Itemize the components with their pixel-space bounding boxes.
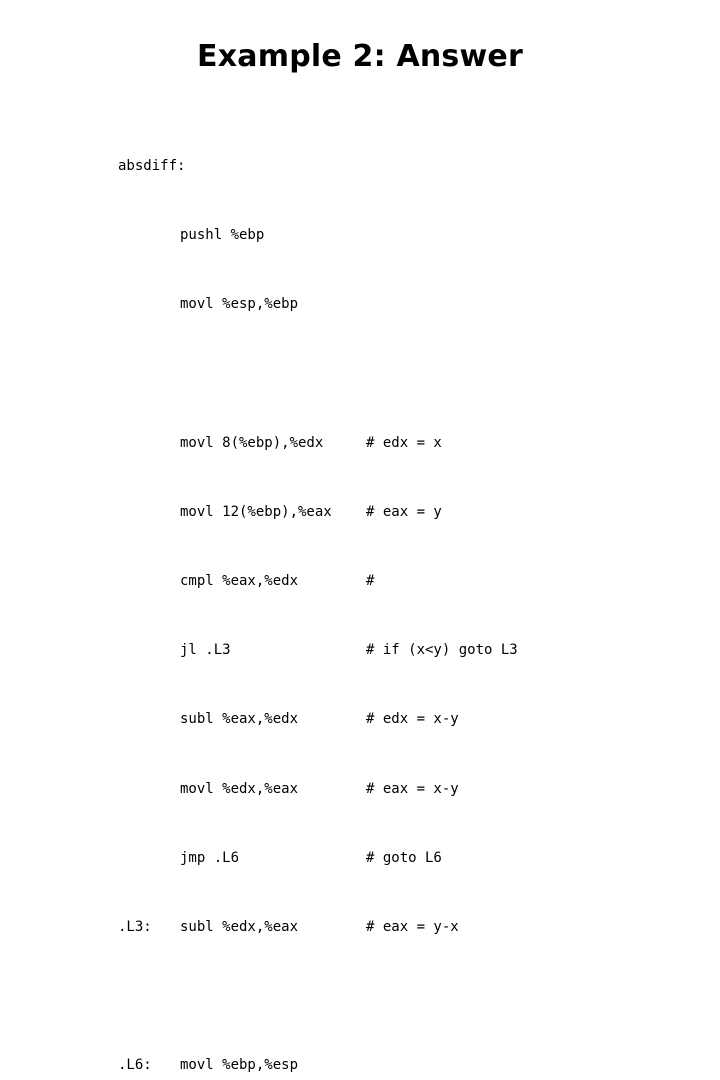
code-line: movl 8(%ebp),%edx # edx = x <box>118 435 518 452</box>
code-instruction: cmpl %eax,%edx <box>180 573 299 590</box>
code-label: .L6: <box>118 1057 152 1074</box>
slide-canvas: Example 2: Answer absdiff: pushl %ebp mo… <box>118 39 523 1074</box>
code-instruction: subl %eax,%edx <box>180 711 299 728</box>
code-line-blank <box>118 988 518 1005</box>
code-line: jmp .L6 # goto L6 <box>118 850 518 867</box>
code-line: subl %eax,%edx # edx = x-y <box>118 711 518 728</box>
code-comment: # goto L6 <box>366 849 442 866</box>
code-line: .L6: movl %ebp,%esp <box>118 1057 518 1074</box>
code-label: absdiff: <box>118 157 186 174</box>
code-instruction: movl 8(%ebp),%edx <box>180 434 324 451</box>
code-label: .L3: <box>118 918 152 935</box>
page-title: Example 2: Answer <box>197 39 523 74</box>
code-line-blank <box>118 365 518 382</box>
code-instruction: movl %edx,%eax <box>180 780 299 797</box>
code-line: movl %edx,%eax # eax = x-y <box>118 781 518 798</box>
code-instruction: jmp .L6 <box>180 849 240 866</box>
code-instruction: subl %edx,%eax <box>180 918 299 935</box>
code-line: pushl %ebp <box>118 227 518 244</box>
code-comment: # <box>366 573 375 590</box>
code-instruction: movl %ebp,%esp <box>180 1057 299 1074</box>
code-comment: # eax = x-y <box>366 780 459 797</box>
assembly-code-listing: absdiff: pushl %ebp movl %esp,%ebp movl … <box>118 106 518 1080</box>
code-comment: # eax = y <box>366 503 442 520</box>
code-line: jl .L3 # if (x<y) goto L3 <box>118 642 518 659</box>
code-comment: # if (x<y) goto L3 <box>366 642 518 659</box>
code-line: absdiff: <box>118 158 518 175</box>
code-instruction: movl %esp,%ebp <box>180 296 299 313</box>
code-line: .L3: subl %edx,%eax # eax = y-x <box>118 919 518 936</box>
code-instruction: movl 12(%ebp),%eax <box>180 503 332 520</box>
code-comment: # edx = x <box>366 434 442 451</box>
code-line: movl 12(%ebp),%eax # eax = y <box>118 504 518 521</box>
code-instruction: pushl %ebp <box>180 227 265 244</box>
code-instruction: jl .L3 <box>180 642 231 659</box>
code-line: cmpl %eax,%edx # <box>118 573 518 590</box>
code-comment: # eax = y-x <box>366 918 459 935</box>
code-line: movl %esp,%ebp <box>118 296 518 313</box>
code-comment: # edx = x-y <box>366 711 459 728</box>
